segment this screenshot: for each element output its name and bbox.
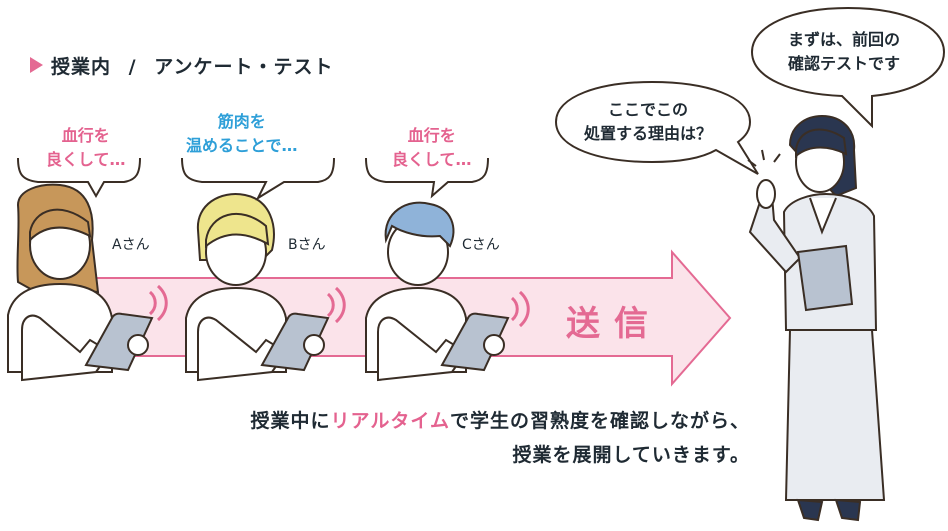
student-b-figure	[185, 193, 346, 382]
student-c-speech-bubble	[365, 157, 489, 199]
teacher-intro-line1: まずは、前回の	[788, 30, 901, 49]
student-c-speech-line1: 血行を	[407, 126, 456, 145]
student-a-speech-line2: 良くして…	[46, 150, 126, 169]
student-c-speech-line2: 良くして…	[392, 150, 472, 169]
teacher-question-line2: 処置する理由は？	[584, 124, 713, 143]
student-c-figure	[365, 201, 530, 382]
play-triangle-icon	[30, 57, 43, 73]
student-a-speech: 血行を 良くして…	[46, 124, 126, 172]
caption-highlight: リアルタイム	[330, 410, 450, 432]
teacher-question-speech: ここでこの 処置する理由は？	[584, 98, 712, 146]
teacher-intro-speech: まずは、前回の 確認テストです	[788, 28, 900, 76]
heading-sublabel: アンケート・テスト	[154, 56, 334, 78]
student-a-speech-bubble	[17, 157, 141, 199]
teacher-figure	[747, 114, 886, 522]
student-c-name: Cさん	[462, 237, 500, 253]
heading-label: 授業内	[51, 56, 112, 78]
caption-line1-before: 授業中に	[250, 410, 331, 432]
student-a-figure	[7, 183, 168, 382]
caption: 授業中にリアルタイムで学生の習熟度を確認しながら、 授業を展開していきます。	[160, 404, 750, 472]
student-b-name: Bさん	[288, 237, 326, 253]
heading-separator: /	[128, 56, 137, 78]
caption-line1-after: で学生の習熟度を確認しながら、	[449, 410, 750, 432]
student-a-speech-line1: 血行を	[61, 126, 110, 145]
student-b-speech-bubble	[181, 157, 335, 201]
teacher-question-bubble	[554, 80, 759, 175]
caption-line2: 授業を展開していきます。	[512, 444, 750, 466]
teacher-intro-line2: 確認テストです	[788, 54, 901, 73]
student-b-speech-line1: 筋肉を	[217, 112, 266, 131]
student-b-speech: 筋肉を 温めることで…	[186, 110, 298, 158]
student-a-name: Aさん	[112, 237, 150, 253]
student-c-speech: 血行を 良くして…	[392, 124, 472, 172]
teacher-intro-bubble	[750, 6, 946, 129]
teacher-question-line1: ここでこの	[608, 100, 689, 119]
section-heading: 授業内 / アンケート・テスト	[30, 52, 333, 79]
send-label: 送信	[566, 304, 662, 344]
caption-line1: 授業中にリアルタイムで学生の習熟度を確認しながら、	[160, 404, 750, 438]
student-b-speech-line2: 温めることで…	[186, 136, 298, 155]
